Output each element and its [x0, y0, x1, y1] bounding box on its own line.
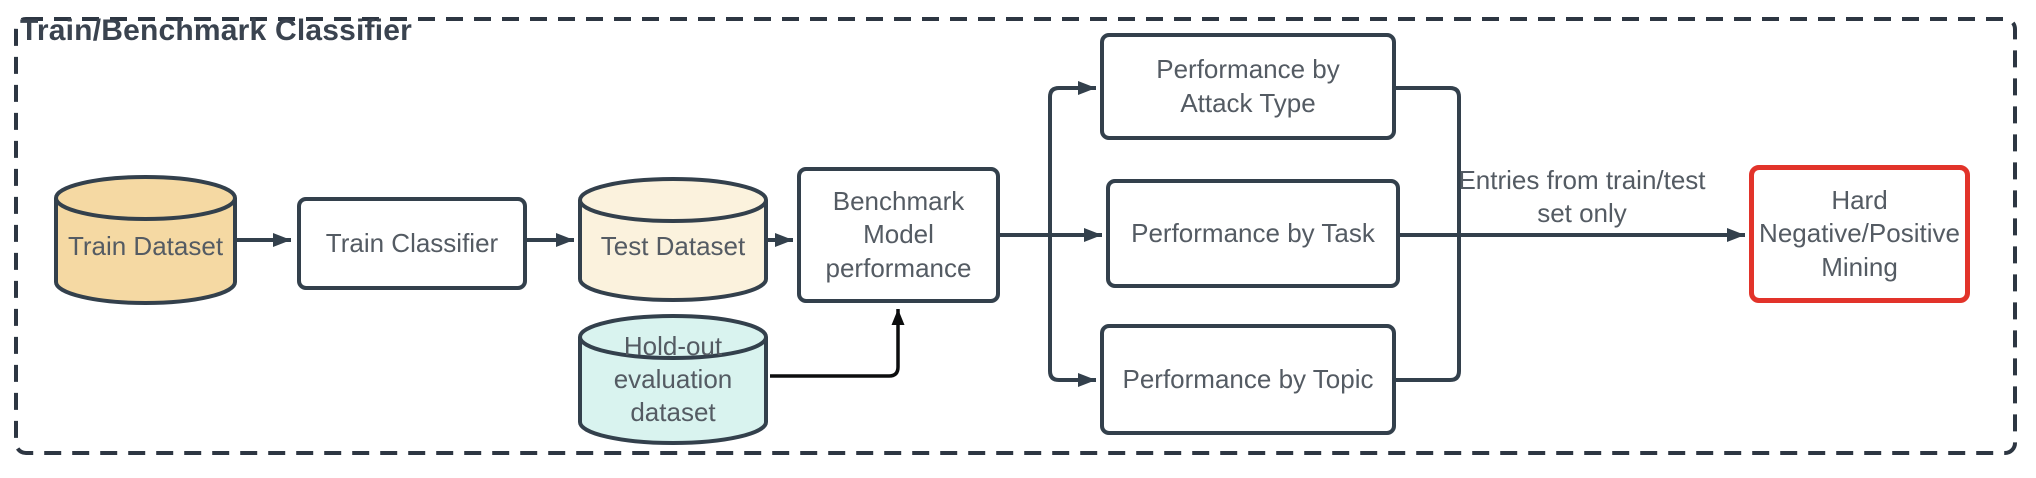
node-performance-by-topic: Performance by Topic	[1100, 324, 1396, 435]
edge-branch-to-attack	[1048, 81, 1096, 235]
edge-label-entries-from-train-test: Entries from train/test set only	[1458, 165, 1706, 228]
node-label: Train Classifier	[325, 227, 499, 258]
node-benchmark-model-performance: Benchmark Model performance	[797, 167, 1000, 303]
database-cylinder-shape	[578, 314, 768, 445]
node-label: Train Dataset	[67, 231, 224, 262]
node-train-dataset: Train Dataset	[54, 173, 237, 307]
diagram-title: Train/Benchmark Classifier	[20, 14, 413, 47]
node-label: Hold-out evaluation dataset	[613, 330, 733, 428]
edge-branch-to-topic	[1048, 235, 1096, 387]
node-performance-by-attack-type: Performance by Attack Type	[1100, 33, 1396, 140]
node-test-dataset: Test Dataset	[578, 175, 768, 304]
node-label: Performance by Task	[1131, 217, 1375, 248]
node-holdout-evaluation-dataset: Hold-out evaluation dataset	[578, 312, 768, 447]
node-label: Test Dataset	[600, 230, 746, 261]
node-hard-negative-positive-mining: Hard Negative/Positive Mining	[1749, 165, 1970, 303]
node-performance-by-task: Performance by Task	[1106, 179, 1400, 288]
node-label: Benchmark Model performance	[825, 186, 972, 283]
database-cylinder-shape	[578, 177, 768, 302]
classifier-frame-border	[14, 17, 2017, 455]
node-label: Performance by Attack Type	[1156, 54, 1340, 118]
database-cylinder-shape	[54, 175, 237, 305]
node-label: Performance by Topic	[1122, 363, 1374, 394]
node-train-classifier: Train Classifier	[297, 197, 527, 290]
node-label: Hard Negative/Positive Mining	[1759, 185, 1960, 282]
edge-holdout-to-benchmark	[770, 309, 905, 378]
